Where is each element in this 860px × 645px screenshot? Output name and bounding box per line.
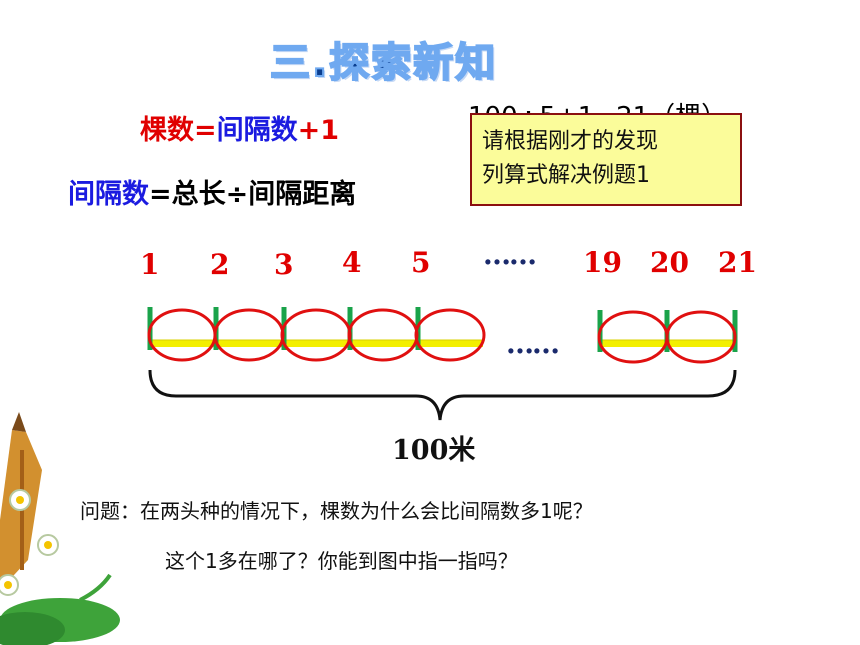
question-line-2: 这个1多在哪了？你能到图中指一指吗？ — [165, 549, 518, 573]
formula-intervals-calc: 间隔数=总长÷间隔距离 — [68, 172, 356, 211]
length-brace — [148, 369, 737, 421]
formula-intervals: 间隔数 — [216, 115, 298, 146]
interval-ellipse-20 — [665, 310, 737, 364]
pencil-flower-decoration — [0, 412, 120, 645]
hint-note-line2: 列算式解决例题1 — [482, 163, 650, 188]
interval-ellipse-5 — [414, 308, 486, 362]
page-title: 三.探索新知 — [269, 39, 498, 87]
tree-number-19: 19 — [583, 246, 622, 279]
total-length-label: 100米 — [392, 435, 476, 466]
formula-trees: 棵数=间隔数+1 — [140, 108, 339, 147]
hint-note: 请根据刚才的发现 列算式解决例题1 — [470, 113, 742, 206]
interval-ellipse-4 — [347, 308, 419, 362]
interval-ellipse-3 — [280, 308, 352, 362]
formula-equals: = — [194, 115, 217, 146]
tree-number-4: 4 — [342, 246, 362, 279]
tree-number-20: 20 — [650, 246, 689, 279]
ellipsis-bottom: …… — [506, 327, 560, 360]
tree-number-3: 3 — [274, 248, 294, 281]
formula2-intervals: 间隔数 — [68, 179, 149, 210]
interval-ellipse-2 — [213, 308, 285, 362]
formula2-rest: =总长÷间隔距离 — [149, 179, 357, 210]
tree-number-2: 2 — [210, 248, 230, 281]
formula-trees-count: 棵数 — [140, 115, 194, 146]
formula-plus-one: +1 — [297, 115, 340, 146]
question-line-1: 问题：在两头种的情况下，棵数为什么会比间隔数多1呢？ — [80, 499, 593, 523]
tree-number-5: 5 — [411, 246, 431, 279]
tree-number-1: 1 — [140, 248, 160, 281]
tree-number-21: 21 — [718, 246, 757, 279]
interval-ellipse-1 — [147, 308, 217, 362]
interval-ellipse-19 — [597, 310, 669, 364]
ellipsis-top: …… — [483, 238, 537, 271]
road-segment-left — [150, 340, 483, 347]
hint-note-line1: 请根据刚才的发现 — [482, 129, 659, 154]
